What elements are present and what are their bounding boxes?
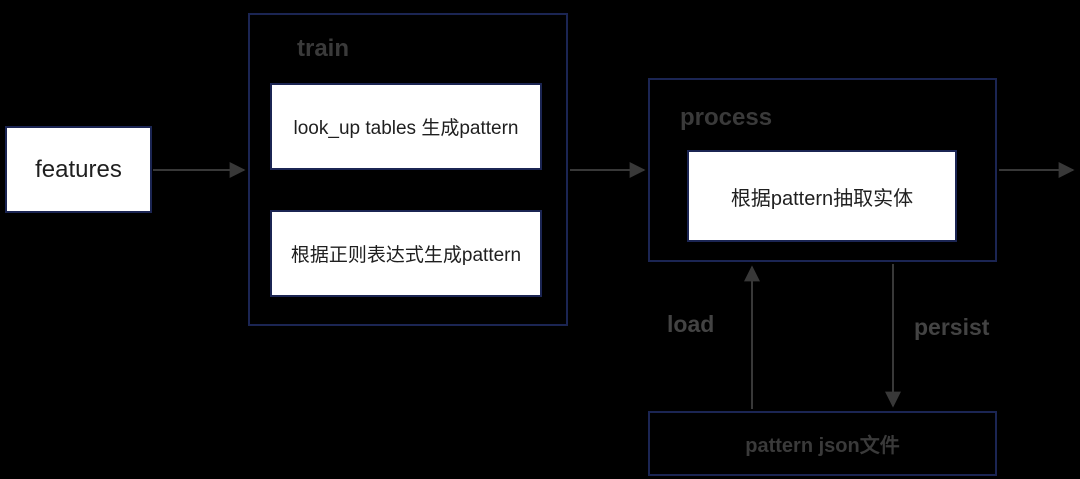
train-group-title: train [297, 35, 350, 62]
features-node: features [5, 126, 152, 213]
train-step-regex: 根据正则表达式生成pattern [270, 210, 542, 297]
persist-edge-label: persist [914, 314, 990, 340]
train-step-lookup-label: look_up tables 生成pattern [293, 118, 519, 139]
load-edge-label: load [667, 311, 715, 337]
pattern-json-file-label: pattern json文件 [745, 435, 900, 457]
pattern-json-file-node: pattern json文件 [648, 411, 997, 476]
process-step-extract-label: 根据pattern抽取实体 [730, 187, 914, 210]
features-label: features [35, 155, 122, 183]
process-group-title: process [680, 104, 773, 131]
train-step-regex-label: 根据正则表达式生成pattern [290, 245, 522, 266]
train-step-lookup-tables: look_up tables 生成pattern [270, 83, 542, 170]
process-step-extract-entities: 根据pattern抽取实体 [687, 150, 957, 242]
